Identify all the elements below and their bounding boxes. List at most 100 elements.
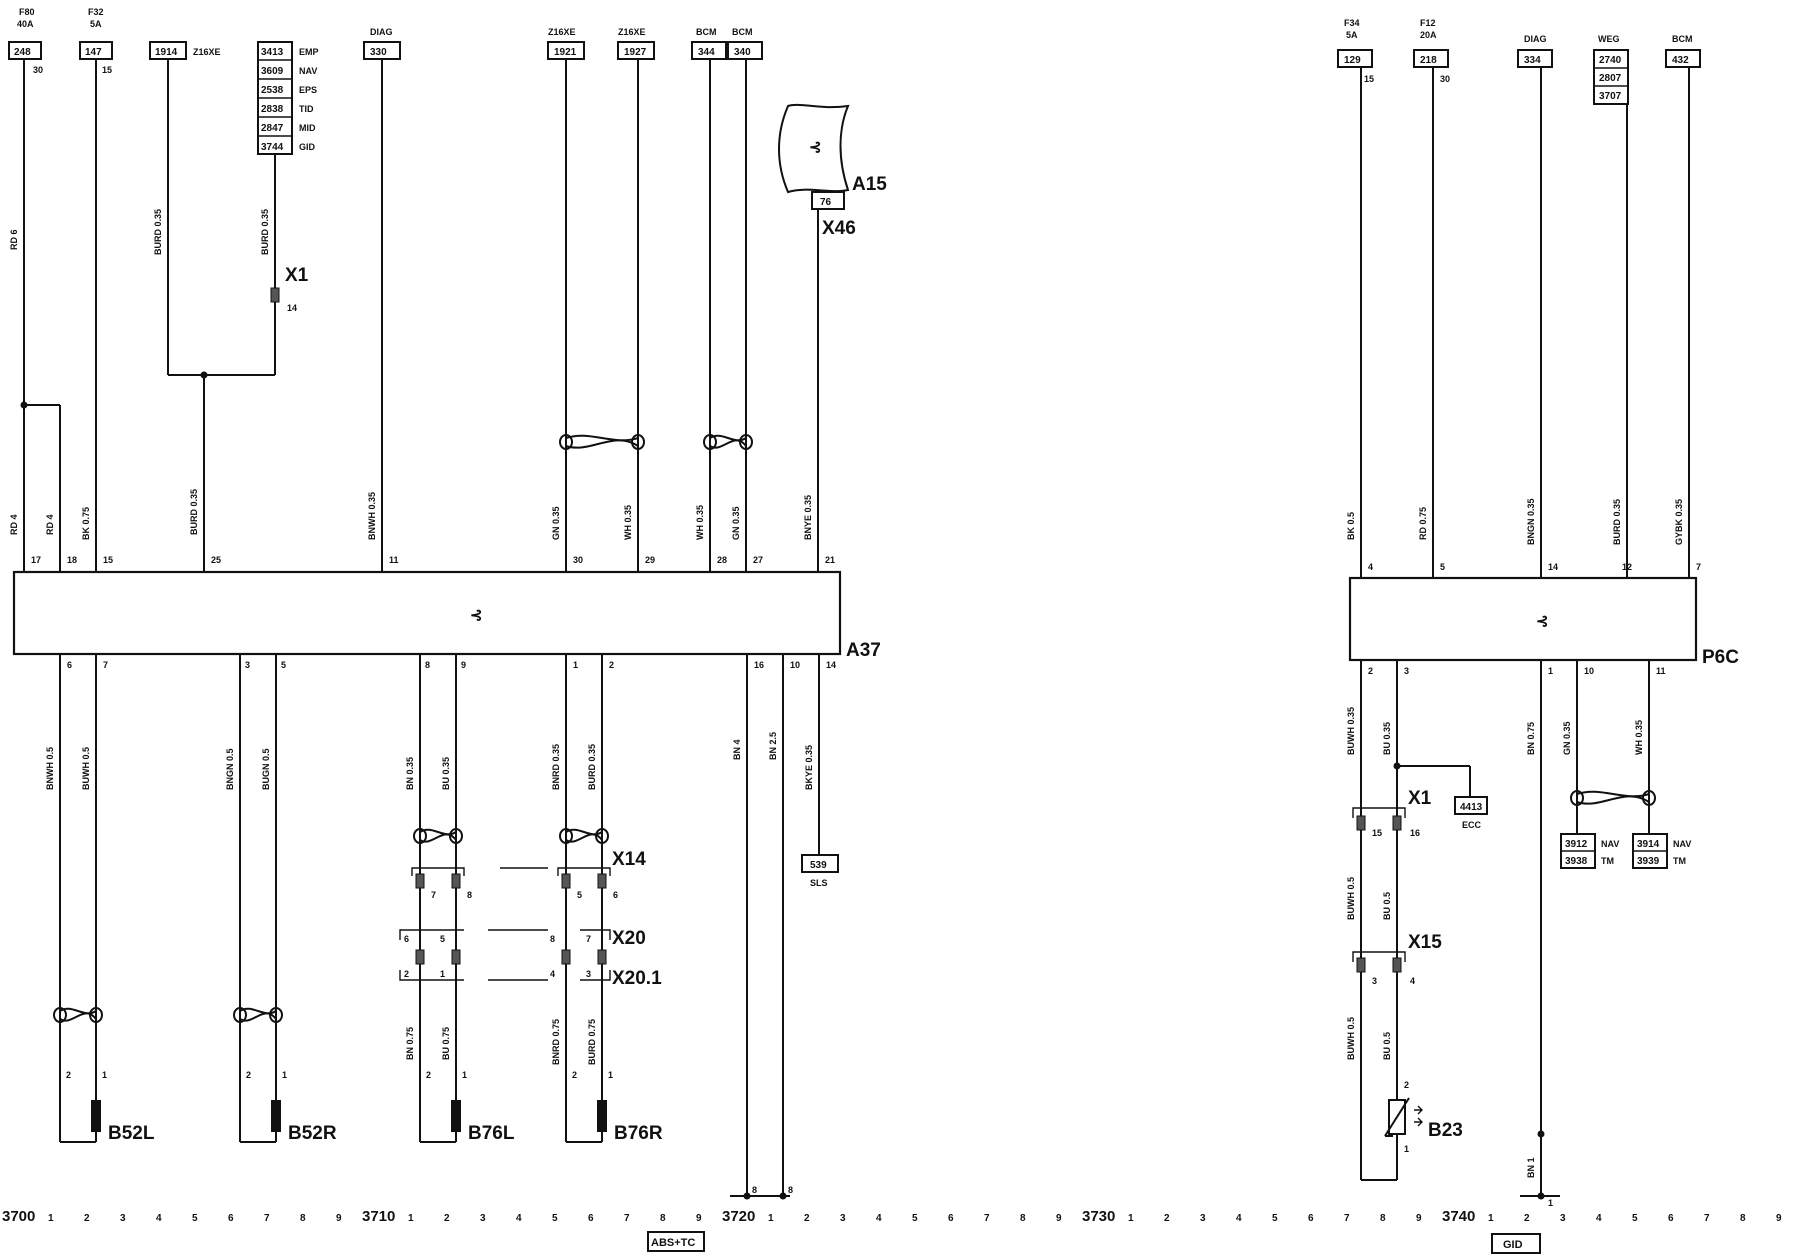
svg-text:WH 0.35: WH 0.35 [1634,720,1644,755]
svg-text:⊰: ⊰ [470,607,483,624]
ruler-label: 1 [1488,1213,1494,1224]
svg-text:27: 27 [753,555,763,565]
svg-text:F32: F32 [88,7,104,17]
ruler-label: 8 [1740,1213,1746,1224]
svg-text:1: 1 [462,1070,467,1080]
svg-text:⊰: ⊰ [1536,613,1549,630]
svg-text:Z16XE: Z16XE [193,47,221,57]
ref-stack: 3413 3609 2538 2838 2847 3744 EMP NAV EP… [257,41,319,155]
svg-text:GN 0.35: GN 0.35 [551,506,561,540]
ruler-label: 3 [840,1213,846,1224]
svg-text:BN 4: BN 4 [732,739,742,760]
svg-text:X20.1: X20.1 [612,968,662,989]
svg-text:129: 129 [1344,55,1361,66]
svg-text:1914: 1914 [155,47,178,58]
ruler-label: 5 [912,1213,918,1224]
svg-text:15: 15 [102,65,112,75]
svg-text:3914: 3914 [1637,839,1660,850]
svg-text:29: 29 [645,555,655,565]
svg-text:BK 0.75: BK 0.75 [81,507,91,540]
svg-text:2: 2 [1404,1080,1409,1090]
svg-text:RD 4: RD 4 [45,514,55,535]
svg-text:7: 7 [586,934,591,944]
ruler-label: 3710 [362,1208,395,1225]
svg-text:BNWH 0.5: BNWH 0.5 [45,747,55,790]
ground-box-abs: ABS+TC [647,1231,705,1252]
svg-text:BURD 0.35: BURD 0.35 [260,209,270,255]
ref-bcm-a: BCM 344 [691,27,727,60]
ruler-label: 6 [948,1213,954,1224]
svg-text:ECC: ECC [1462,820,1482,830]
svg-text:5: 5 [577,890,582,900]
svg-text:B76L: B76L [468,1123,515,1144]
svg-text:2807: 2807 [1599,73,1622,84]
ruler-label: 3720 [722,1208,755,1225]
svg-text:NAV: NAV [1673,839,1691,849]
ruler-label: 4 [1596,1213,1602,1224]
svg-text:MID: MID [299,123,316,133]
svg-text:BNYE 0.35: BNYE 0.35 [803,495,813,540]
ref-weg: WEG 2740 2807 3707 [1593,34,1629,105]
svg-text:3707: 3707 [1599,91,1622,102]
svg-text:5: 5 [440,934,445,944]
ruler-label: 9 [1776,1213,1782,1224]
svg-text:5: 5 [1440,562,1445,572]
ruler-label: 3740 [1442,1208,1475,1225]
svg-text:16: 16 [754,660,764,670]
svg-text:B76R: B76R [614,1123,663,1144]
svg-text:X20: X20 [612,928,646,949]
svg-text:⊰: ⊰ [809,139,822,156]
svg-text:DIAG: DIAG [1524,34,1547,44]
wires-p6c-bottom [1352,660,1668,1200]
connector-group-left: X14 X20 X20.1 7 8 5 6 6 5 8 7 2 1 4 3 [399,849,662,989]
svg-text:6: 6 [404,934,409,944]
ruler-label: 6 [1668,1213,1674,1224]
svg-text:2740: 2740 [1599,55,1622,66]
svg-text:10: 10 [1584,666,1594,676]
ruler-label: 7 [264,1213,270,1224]
ref-diag-r: DIAG 334 [1517,34,1553,68]
svg-text:BURD 0.35: BURD 0.35 [587,744,597,790]
svg-text:1: 1 [282,1070,287,1080]
ruler-label: 5 [192,1213,198,1224]
svg-text:A37: A37 [846,640,881,661]
svg-text:X1: X1 [1408,788,1432,809]
svg-text:X14: X14 [612,849,646,870]
svg-text:TM: TM [1601,856,1614,866]
ruler-label: 5 [1632,1213,1638,1224]
ruler-label: 5 [552,1213,558,1224]
svg-text:20A: 20A [1420,30,1437,40]
svg-text:BN 2.5: BN 2.5 [768,732,778,760]
ruler-label: 7 [1344,1213,1350,1224]
module-p6c: ⊰ P6C 4 5 14 12 7 2 3 1 10 11 [1348,562,1739,676]
svg-text:2: 2 [66,1070,71,1080]
svg-text:5: 5 [281,660,286,670]
ruler-label: 1 [408,1213,414,1224]
ref-f34: F34 5A 129 15 [1337,18,1374,84]
svg-text:12: 12 [1622,562,1632,572]
svg-text:BN 0.35: BN 0.35 [405,757,415,790]
ruler-label: 3 [120,1213,126,1224]
ruler-label: 4 [876,1213,882,1224]
svg-text:BN 0.75: BN 0.75 [405,1027,415,1060]
ref-diag: DIAG 330 [363,27,401,60]
svg-text:25: 25 [211,555,221,565]
svg-text:218: 218 [1420,55,1437,66]
svg-text:BCM: BCM [696,27,717,37]
wire-labels-a37-bottom: BNWH 0.5 BUWH 0.5 BNGN 0.5 BUGN 0.5 BN 0… [45,732,814,1065]
svg-text:BU 0.5: BU 0.5 [1382,1032,1392,1060]
ruler-label: 8 [660,1213,666,1224]
svg-text:6: 6 [67,660,72,670]
ruler-label: 1 [768,1213,774,1224]
labels-p6c-right: X1 15 16 X15 3 4 2 1 B23 4413 ECC 3912 N… [1372,788,1691,1208]
svg-text:6: 6 [613,890,618,900]
svg-text:30: 30 [33,65,43,75]
svg-text:BURD 0.35: BURD 0.35 [1612,499,1622,545]
svg-text:DIAG: DIAG [370,27,393,37]
svg-text:NAV: NAV [1601,839,1619,849]
svg-text:GN 0.35: GN 0.35 [1562,721,1572,755]
ruler-label: 7 [624,1213,630,1224]
svg-text:BUWH 0.35: BUWH 0.35 [1346,707,1356,755]
svg-text:3938: 3938 [1565,856,1588,867]
